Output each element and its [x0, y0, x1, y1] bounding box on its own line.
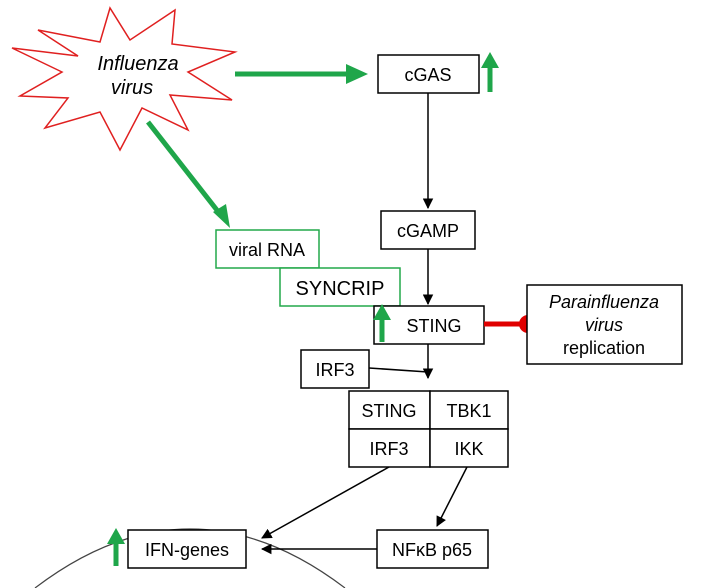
irf3-label: IRF3 — [315, 360, 354, 380]
complex-sting-box — [348, 390, 431, 430]
nfkb-label: NFκB p65 — [392, 540, 472, 560]
complex-tbk1-label: TBK1 — [446, 401, 491, 421]
parainfluenza-label-line2: virus — [585, 315, 623, 335]
irf3-to-ifn-arrow — [261, 466, 390, 539]
complex-ikk-box — [429, 428, 509, 468]
up-arrow-icon-head — [481, 52, 499, 68]
cgamp-label: cGAMP — [397, 221, 459, 241]
complex-tbk1-box — [429, 390, 509, 430]
influenza-label-line1: Influenza — [97, 53, 178, 75]
sting-box — [373, 305, 485, 345]
nucleus-arc — [34, 528, 346, 588]
irf3-box — [300, 349, 370, 389]
complex-irf3-label: IRF3 — [369, 439, 408, 459]
up-arrow-icon-head — [373, 304, 391, 320]
complex-ikk-label: IKK — [454, 439, 483, 459]
influenza-to-cgas-arrowhead — [346, 64, 368, 84]
complex-irf3-box — [348, 428, 431, 468]
ifn-genes-box — [127, 529, 247, 569]
parainfluenza-box — [526, 284, 683, 365]
ifn-genes-label: IFN-genes — [145, 540, 229, 560]
influenza-label-line2: virus — [111, 77, 153, 99]
parainfluenza-label-line1: Parainfluenza — [549, 292, 659, 312]
up-arrow-icon-head — [107, 528, 125, 544]
cgas-label: cGAS — [404, 65, 451, 85]
sting-label: STING — [406, 316, 461, 336]
syncrip-box — [279, 267, 401, 307]
star-burst-icon — [11, 6, 238, 152]
parainfluenza-label-line3: replication — [563, 338, 645, 358]
syncrip-label: SYNCRIP — [296, 278, 385, 300]
nfkb-box — [376, 529, 489, 569]
viral-rna-label: viral RNA — [229, 240, 305, 260]
influenza-to-viral-rna-arrow — [146, 120, 222, 216]
viral-rna-box — [215, 229, 320, 269]
ikk-to-nfkb-arrow — [436, 466, 468, 527]
irf3-to-pathway-line — [368, 367, 429, 373]
influenza-to-viral-rna-arrowhead — [213, 204, 230, 228]
complex-sting-label: STING — [361, 401, 416, 421]
cgamp-box — [380, 210, 476, 250]
